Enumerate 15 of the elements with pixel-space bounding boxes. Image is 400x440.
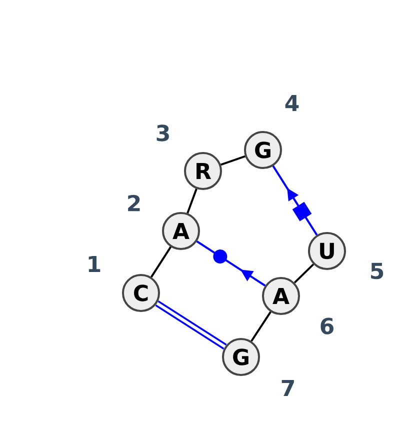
position-number: 1 (88, 256, 100, 272)
backbone-line (150, 246, 172, 278)
position-number: 5 (371, 262, 384, 280)
backbone-line (186, 188, 198, 214)
position-number: 7 (282, 380, 294, 396)
backbone-line (294, 264, 314, 284)
position-number: 2 (128, 194, 140, 212)
backbone-line (220, 155, 246, 166)
base-pair-line (196, 240, 266, 286)
backbone-line (250, 311, 272, 342)
position-number: 3 (156, 124, 169, 142)
base-pair-line (272, 166, 318, 236)
position-number: 4 (285, 94, 299, 112)
base-pair-line (155, 300, 227, 350)
position-number: 6 (320, 318, 334, 334)
